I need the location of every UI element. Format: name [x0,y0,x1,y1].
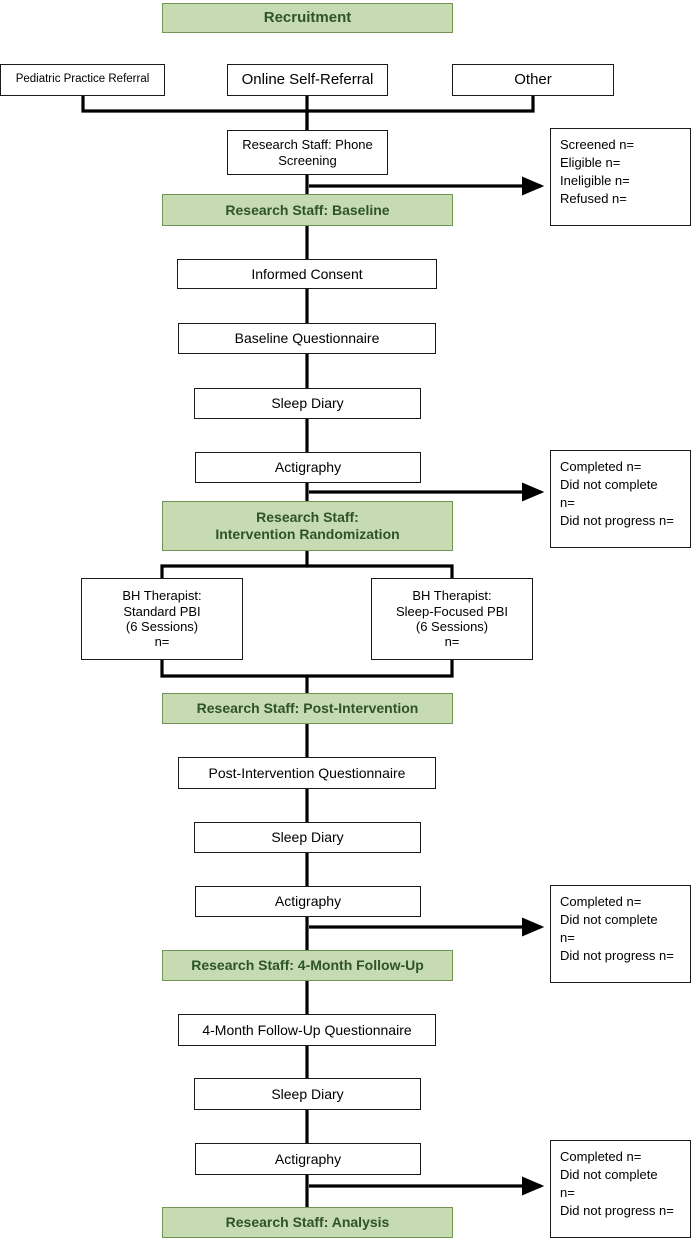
outcome-followup-did-not-complete: Did not complete [560,1166,658,1182]
stage-four-month-follow-up-label: Research Staff: 4-Month Follow-Up [191,957,424,974]
connector-randomization-to-sleepfocused [307,564,454,578]
node-other-referral-label: Other [514,71,552,89]
outcome-box-screening[interactable]: Screened n= Eligible n= Ineligible n= Re… [550,128,691,226]
outcome-baseline-n: n= [560,494,575,510]
node-informed-consent-label: Informed Consent [251,265,363,282]
node-baseline-sleep-diary[interactable]: Sleep Diary [194,388,421,419]
node-phone-screening-line1: Research Staff: Phone [242,137,373,153]
node-other-referral[interactable]: Other [452,64,614,96]
node-pediatric-practice-referral[interactable]: Pediatric Practice Referral [0,64,165,96]
node-phone-screening[interactable]: Research Staff: Phone Screening [227,130,388,175]
node-baseline-actigraphy[interactable]: Actigraphy [195,452,421,483]
node-post-actigraphy[interactable]: Actigraphy [195,886,421,917]
outcome-followup-did-not-progress: Did not progress n= [560,1202,674,1218]
node-baseline-sleep-diary-label: Sleep Diary [271,395,344,412]
outcome-post-n: n= [560,929,575,945]
outcome-screening-eligible: Eligible n= [560,154,621,170]
node-baseline-questionnaire-label: Baseline Questionnaire [234,330,380,347]
outcome-post-completed: Completed n= [560,894,642,909]
outcome-baseline-did-not-progress: Did not progress n= [560,512,674,528]
node-arm-sleep-focused-line1: BH Therapist: [412,588,492,604]
node-follow-up-actigraphy-label: Actigraphy [274,1150,342,1167]
node-follow-up-questionnaire-label: 4-Month Follow-Up Questionnaire [202,1021,412,1038]
outcome-screening-ineligible: Ineligible n= [560,172,630,188]
node-baseline-questionnaire[interactable]: Baseline Questionnaire [178,323,436,354]
node-arm-standard-line4: n= [154,634,170,650]
node-arm-sleep-focused-pbi[interactable]: BH Therapist: Sleep-Focused PBI (6 Sessi… [371,578,533,660]
node-follow-up-questionnaire[interactable]: 4-Month Follow-Up Questionnaire [178,1014,436,1046]
stage-post-intervention[interactable]: Research Staff: Post-Intervention [162,693,453,724]
node-follow-up-sleep-diary[interactable]: Sleep Diary [194,1078,421,1110]
outcome-box-baseline-attrition[interactable]: Completed n= Did not complete n= Did not… [550,450,691,548]
outcome-baseline-completed: Completed n= [560,459,642,474]
node-informed-consent[interactable]: Informed Consent [177,259,437,289]
node-post-sleep-diary[interactable]: Sleep Diary [194,822,421,853]
stage-intervention-randomization[interactable]: Research Staff: Intervention Randomizati… [162,501,453,551]
node-baseline-actigraphy-label: Actigraphy [274,459,342,476]
stage-randomization-line2: Intervention Randomization [215,526,400,542]
stage-four-month-follow-up[interactable]: Research Staff: 4-Month Follow-Up [162,950,453,981]
node-arm-sleep-focused-line4: n= [444,634,460,650]
node-phone-screening-line2: Screening [278,152,337,168]
node-arm-standard-line2: Standard PBI [123,603,201,619]
node-arm-sleep-focused-line3: (6 Sessions) [415,619,489,634]
node-arm-standard-line1: BH Therapist: [122,588,202,604]
stage-analysis[interactable]: Research Staff: Analysis [162,1207,453,1238]
node-follow-up-actigraphy[interactable]: Actigraphy [195,1143,421,1175]
outcome-followup-completed: Completed n= [560,1149,642,1164]
stage-post-intervention-label: Research Staff: Post-Intervention [196,700,419,717]
node-post-actigraphy-label: Actigraphy [274,893,342,910]
outcome-screening-screened: Screened n= [560,137,635,152]
stage-baseline[interactable]: Research Staff: Baseline [162,194,453,226]
node-follow-up-sleep-diary-label: Sleep Diary [271,1085,344,1102]
outcome-box-followup-attrition[interactable]: Completed n= Did not complete n= Did not… [550,1140,691,1238]
connector-sources-merge [81,95,535,113]
node-pediatric-practice-referral-label: Pediatric Practice Referral [15,73,150,86]
node-post-intervention-questionnaire[interactable]: Post-Intervention Questionnaire [178,757,436,789]
stage-randomization-line1: Research Staff: [256,509,359,526]
node-arm-sleep-focused-line2: Sleep-Focused PBI [395,603,508,619]
outcome-screening-refused: Refused n= [560,190,627,206]
outcome-post-did-not-progress: Did not progress n= [560,947,674,963]
node-post-sleep-diary-label: Sleep Diary [271,829,344,846]
node-post-intervention-questionnaire-label: Post-Intervention Questionnaire [208,764,406,781]
node-arm-standard-pbi[interactable]: BH Therapist: Standard PBI (6 Sessions) … [81,578,243,660]
stage-analysis-label: Research Staff: Analysis [225,1214,390,1231]
node-arm-standard-line3: (6 Sessions) [125,619,199,634]
connector-randomization-to-standard [160,551,309,578]
stage-baseline-label: Research Staff: Baseline [225,201,390,218]
stage-recruitment-label: Recruitment [263,9,352,27]
outcome-baseline-did-not-complete: Did not complete [560,476,658,492]
outcome-post-did-not-complete: Did not complete [560,911,658,927]
node-online-self-referral[interactable]: Online Self-Referral [227,64,388,96]
connector-arms-merge [160,660,454,678]
stage-recruitment[interactable]: Recruitment [162,3,453,33]
outcome-followup-n: n= [560,1184,575,1200]
outcome-box-post-attrition[interactable]: Completed n= Did not complete n= Did not… [550,885,691,983]
node-online-self-referral-label: Online Self-Referral [241,71,374,89]
